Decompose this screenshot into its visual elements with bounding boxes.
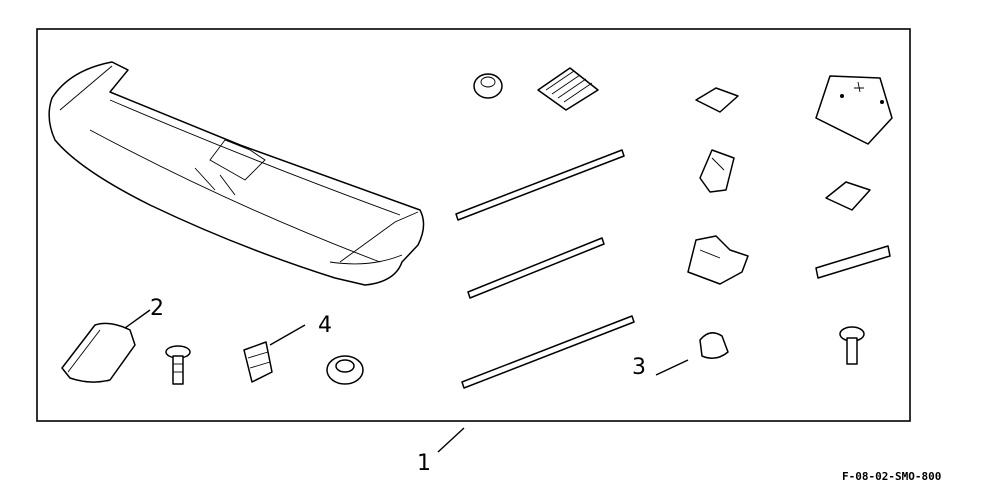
kit-frame <box>36 28 911 422</box>
kit-leader <box>437 427 465 453</box>
strip-middle <box>467 237 605 299</box>
rear-spoiler <box>48 61 425 286</box>
tape-square <box>537 67 599 111</box>
pad-part <box>61 322 136 383</box>
washer-part <box>326 355 364 385</box>
clip-small-leader <box>655 359 689 376</box>
pad-leader <box>124 309 151 329</box>
cover-pad <box>815 75 893 145</box>
strip-bottom <box>461 315 635 389</box>
drawing-code: F-08-02-SMO-800 <box>842 470 941 483</box>
callout-pad: 2 <box>150 296 164 321</box>
clip-bracket <box>687 235 749 285</box>
bracket-tall <box>699 149 735 193</box>
pad-small <box>695 87 739 113</box>
callout-clip-small: 3 <box>632 355 646 380</box>
callout-kit: 1 <box>417 451 431 476</box>
pad-medium <box>825 181 871 211</box>
clip-small <box>699 332 729 359</box>
strip-short <box>815 245 891 279</box>
bolt-right <box>839 326 865 365</box>
bolt-small <box>165 345 191 385</box>
nut-part <box>243 341 273 383</box>
strip-top <box>455 149 625 221</box>
callout-nut: 4 <box>318 313 332 338</box>
nut-leader <box>269 324 306 346</box>
clip-round <box>473 73 503 99</box>
